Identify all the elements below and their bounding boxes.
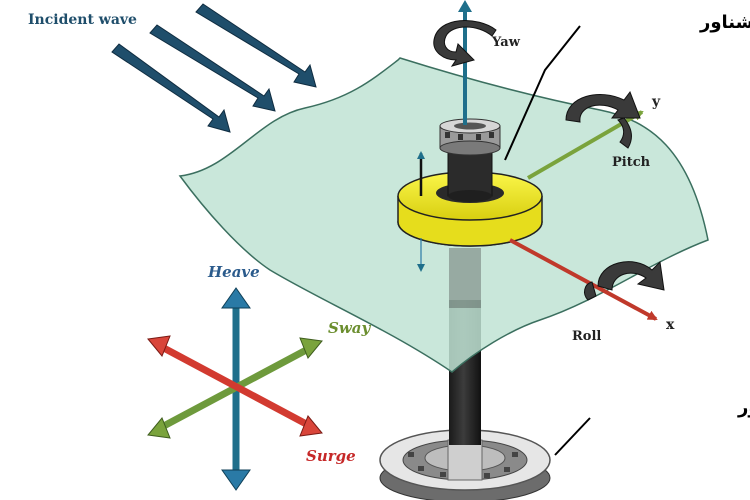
spar-column-upper [449, 248, 481, 308]
pitch-rotation-arrow [565, 90, 641, 149]
incident-wave-label: Incident wave [28, 12, 137, 28]
wave-arrow [111, 43, 231, 133]
submerged-body-leader-line [554, 417, 591, 456]
float-buoy [397, 171, 543, 247]
x-axis [509, 238, 658, 321]
submerged-body-label: بدنه غوطه ور [737, 397, 750, 418]
wave-arrow [195, 3, 317, 88]
incident-wave-arrows [111, 3, 317, 133]
yaw-label: Yaw [491, 35, 521, 50]
wave-arrow [149, 24, 276, 112]
roll-label: Roll [572, 329, 601, 344]
x-axis-label: x [666, 317, 675, 333]
surge-arrow [158, 342, 312, 430]
dof-legend-cross [147, 287, 323, 491]
roll-rotation-arrow [584, 260, 665, 301]
float-buoy-leader-line [504, 25, 581, 161]
float-buoy-label: بویه شناور [699, 12, 750, 33]
buoy-top-cylinder [439, 118, 501, 202]
yaw-axis-head [458, 0, 472, 12]
surge-label: Surge [306, 447, 356, 465]
sway-label: Sway [328, 319, 371, 337]
yaw-rotation-arrow [433, 20, 497, 67]
heave-label: Heave [207, 263, 260, 281]
pitch-label: Pitch [612, 155, 651, 170]
y-axis-label: y [651, 94, 661, 110]
